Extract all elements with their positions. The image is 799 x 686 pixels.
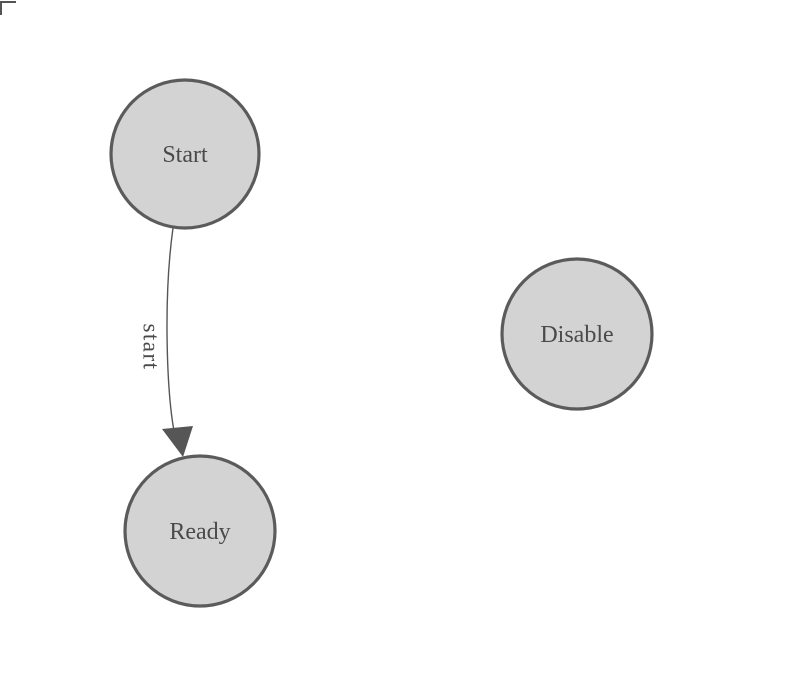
state-node-start[interactable]: Start <box>109 78 261 230</box>
transition-label[interactable]: start <box>139 323 164 370</box>
state-node-disable-label: Disable <box>540 322 613 348</box>
state-node-disable[interactable]: Disable <box>500 257 654 411</box>
state-node-disable-circle[interactable] <box>500 257 654 411</box>
state-node-start-circle[interactable] <box>109 78 261 230</box>
transition-path[interactable] <box>166 227 175 432</box>
state-node-ready[interactable]: Ready <box>123 454 277 608</box>
transition-arrowhead[interactable] <box>162 426 193 457</box>
state-node-ready-label: Ready <box>169 519 230 545</box>
state-node-start-label: Start <box>162 142 208 168</box>
transition-start-to-ready[interactable]: start <box>139 227 194 457</box>
origin-corner-mark <box>0 1 16 15</box>
state-node-ready-circle[interactable] <box>123 454 277 608</box>
